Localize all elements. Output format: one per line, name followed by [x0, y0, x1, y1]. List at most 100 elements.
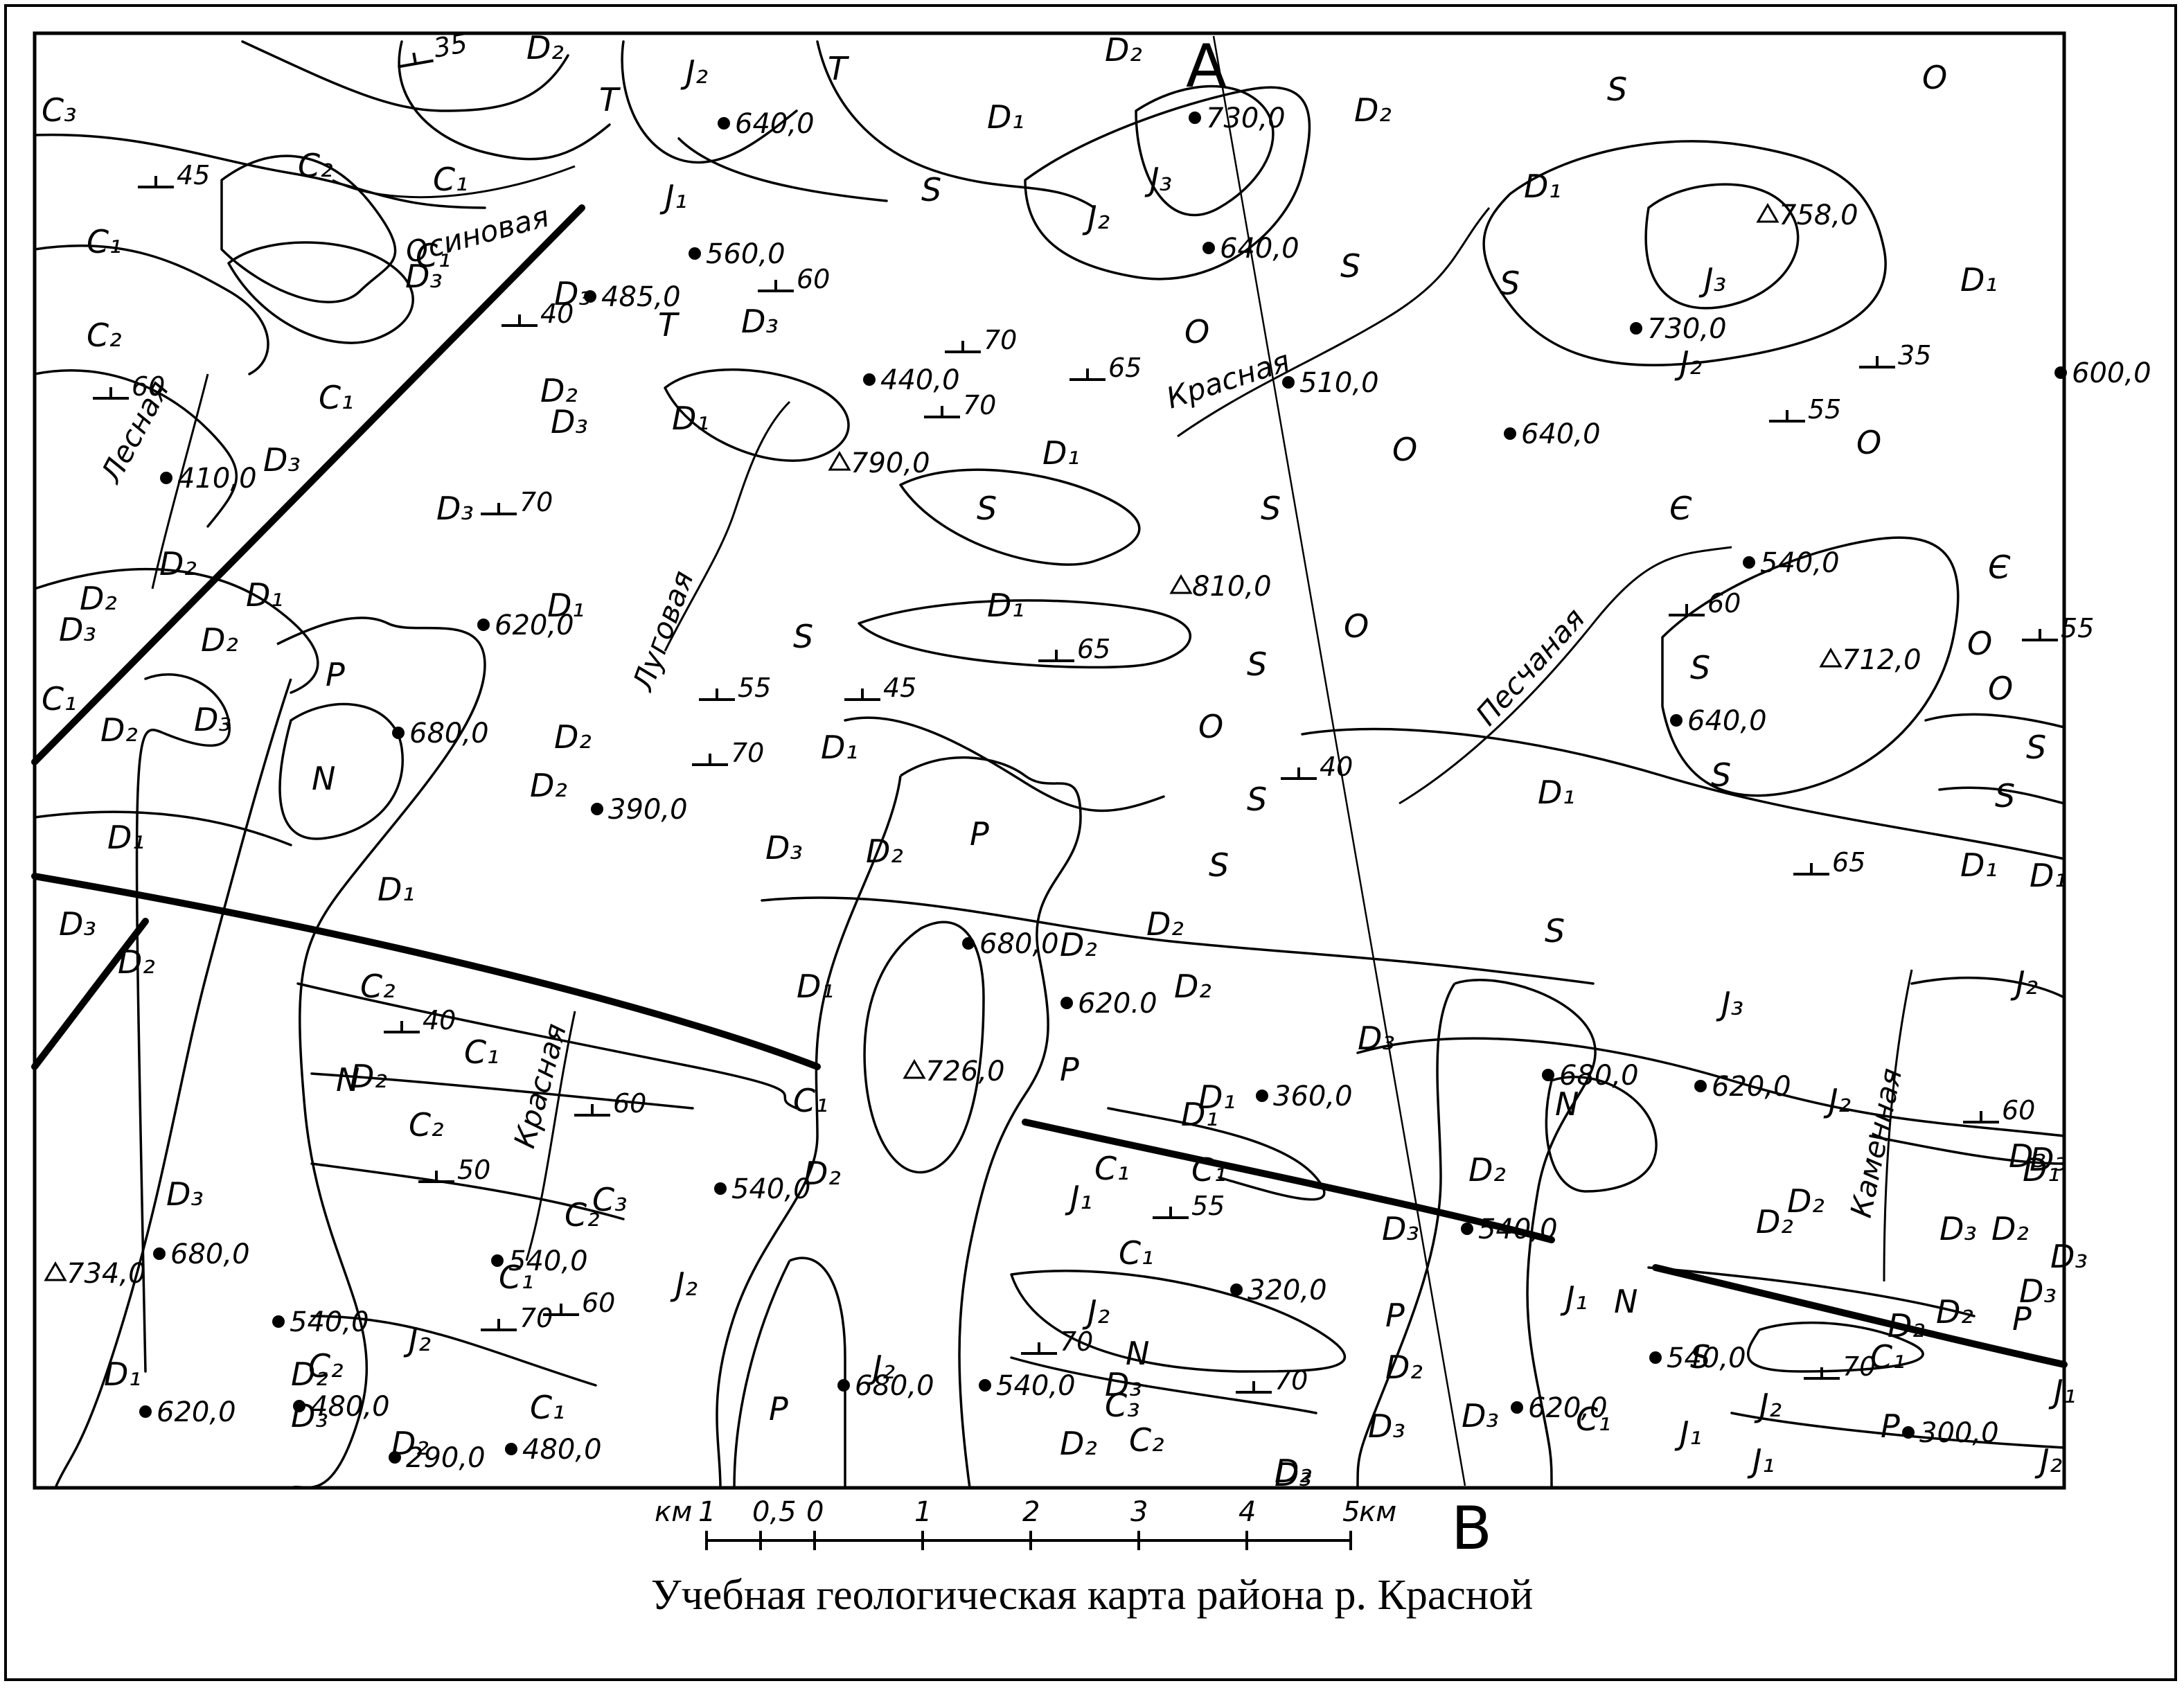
faults — [31, 204, 2068, 1368]
elevation-point: 540,0 — [1743, 547, 1840, 579]
stratigraphic-unit-label: C₁ — [1119, 1234, 1154, 1272]
elevation-label: 390,0 — [608, 794, 688, 826]
stratigraphic-unit-label: D₂ — [1787, 1182, 1825, 1220]
stratigraphic-unit-label: D₂ — [1105, 31, 1142, 69]
dip-value: 35 — [432, 28, 470, 64]
dip-symbol: 65 — [1793, 847, 1865, 878]
elevation-dot-icon — [1743, 556, 1755, 569]
triangulation-point-icon — [1756, 203, 1779, 223]
stratigraphic-unit-label: D₁ — [672, 400, 709, 437]
stratigraphic-unit-label: C₂ — [1129, 1421, 1164, 1459]
stratigraphic-unit-label: S — [793, 618, 813, 655]
stratigraphic-unit-label: C₃ — [592, 1181, 628, 1218]
elevation-point: 480,0 — [505, 1434, 602, 1466]
elevation-label: 290,0 — [406, 1442, 486, 1474]
elevation-label: 540,0 — [1667, 1342, 1746, 1374]
stratigraphic-unit-label: D₃ — [59, 905, 96, 943]
profile-label-a: A — [1186, 32, 1227, 101]
stratigraphic-unit-label: D₁ — [1524, 168, 1561, 205]
stratigraphic-unit-label: D₂ — [350, 1058, 387, 1095]
stratigraphic-unit-label: P — [769, 1390, 788, 1428]
river-krasnaya-south — [525, 1011, 576, 1261]
stratigraphic-unit-label: D₃ — [1462, 1397, 1499, 1434]
stratigraphic-unit-label: D₁ — [1960, 261, 1998, 299]
stratigraphic-unit-label: Є — [1669, 490, 1692, 527]
dip-symbol: 40 — [1281, 752, 1353, 782]
elevation-point: 680,0 — [837, 1370, 934, 1402]
elevation-dot-icon — [491, 1254, 504, 1267]
elevation-point: 734,0 — [44, 1258, 146, 1290]
stratigraphic-unit-label: D₂ — [1060, 1425, 1097, 1462]
elevation-dot-icon — [863, 373, 876, 386]
dip-value: 70 — [963, 390, 996, 420]
elevation-point: 300,0 — [1902, 1417, 1999, 1449]
stratigraphic-unit-label: D₂ — [201, 621, 238, 659]
stratigraphic-unit-label: D₂ — [554, 718, 592, 756]
elevation-point: 560,0 — [689, 238, 785, 270]
stratigraphic-unit-label: O — [1922, 59, 1947, 96]
dip-symbol: 65 — [1069, 353, 1142, 383]
elevation-dot-icon — [1189, 112, 1201, 124]
elevation-label: 540,0 — [1760, 547, 1840, 579]
scale-unit-left: км — [655, 1496, 692, 1528]
stratigraphic-unit-label: P — [2012, 1300, 2032, 1338]
stratigraphic-unit-label: D₂ — [1888, 1307, 1925, 1344]
stratigraphic-unit-label: C₁ — [42, 680, 77, 718]
stratigraphic-unit-label: O — [1198, 708, 1223, 745]
stratigraphic-unit-label: J₂ — [670, 1265, 698, 1303]
stratigraphic-unit-label: C₃ — [42, 91, 77, 129]
elevation-label: 480,0 — [310, 1391, 390, 1423]
stratigraphic-unit-label: S — [1607, 71, 1627, 108]
dip-value: 60 — [613, 1088, 646, 1119]
dip-symbol: 60 — [1669, 588, 1741, 619]
river-lugovaya — [664, 400, 791, 652]
elevation-dot-icon — [1504, 427, 1516, 440]
elevation-label: 810,0 — [1192, 571, 1272, 603]
dip-value: 40 — [423, 1005, 456, 1036]
elevation-label: 540,0 — [996, 1370, 1076, 1402]
elevation-point: 712,0 — [1819, 644, 1921, 676]
scale-unit-right: км — [1359, 1496, 1396, 1528]
dip-symbol: 70 — [692, 738, 764, 768]
dip-value: 60 — [132, 371, 165, 402]
elevation-dot-icon — [1511, 1401, 1523, 1414]
elevation-label: 640,0 — [1220, 233, 1299, 265]
elevation-label: 300,0 — [1919, 1417, 1999, 1449]
triangulation-point-icon — [1169, 574, 1193, 594]
dip-value: 55 — [2061, 613, 2094, 643]
dip-symbol: 35 — [1859, 340, 1931, 371]
elevation-dot-icon — [160, 472, 172, 484]
stratigraphic-unit-label: D₁ — [987, 98, 1024, 136]
dip-value: 70 — [520, 487, 553, 517]
stratigraphic-unit-label: S — [1261, 490, 1281, 527]
stratigraphic-unit-label: C₁ — [433, 161, 468, 198]
dip-value: 70 — [1843, 1351, 1876, 1382]
elevation-dot-icon — [505, 1443, 517, 1455]
dip-value: 35 — [1898, 340, 1931, 371]
stratigraphic-unit-label: N — [1126, 1335, 1149, 1372]
stratigraphic-unit-label: D₂ — [1146, 905, 1184, 943]
stratigraphic-unit-label: D₂ — [1756, 1203, 1793, 1241]
stratigraphic-unit-label: C₂ — [298, 147, 333, 184]
elevation-label: 712,0 — [1842, 644, 1921, 676]
elevation-label: 560,0 — [706, 238, 785, 270]
dip-symbol: 40 — [384, 1005, 456, 1036]
elevation-point: 485,0 — [584, 281, 681, 313]
stratigraphic-unit-label: C₁ — [530, 1389, 565, 1426]
dip-symbol: 65 — [1038, 634, 1110, 664]
stratigraphic-unit-label: C₁ — [464, 1033, 499, 1071]
stratigraphic-unit-label: D₂ — [1468, 1151, 1506, 1189]
stratigraphic-unit-label: C₁ — [1870, 1338, 1906, 1376]
stratigraphic-unit-label: C₂ — [409, 1106, 444, 1144]
stratigraphic-unit-label: D₂ — [100, 711, 138, 749]
stratigraphic-unit-label: O — [1392, 431, 1417, 468]
stratigraphic-unit-label: J₁ — [1560, 1279, 1588, 1317]
elevation-label: 640,0 — [735, 108, 815, 140]
elevation-point: 640,0 — [1670, 705, 1767, 737]
dip-symbol: 60 — [1963, 1095, 2035, 1126]
elevation-dot-icon — [962, 937, 975, 950]
elevation-point: 620,0 — [1511, 1392, 1608, 1424]
